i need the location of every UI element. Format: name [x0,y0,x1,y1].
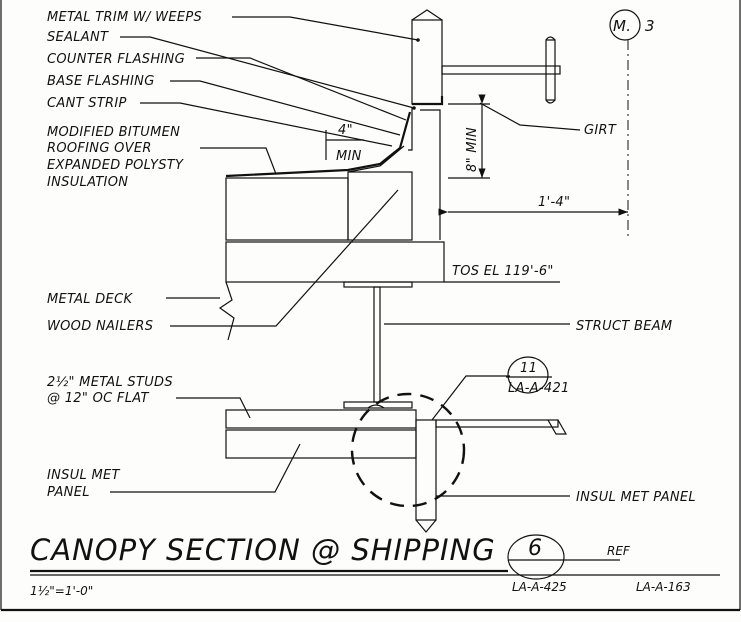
wall-panel-upper [411,19,443,105]
callout-11-sheet: LA-A-421 [508,381,570,396]
break-mark-top [411,9,443,21]
break-line [218,281,235,341]
label-girt: GIRT [584,123,617,138]
leader-counter-flashing [196,57,407,121]
roofing-membrane [225,111,412,178]
label-dim-4: 4" [338,123,353,138]
beam-top-flange [343,281,413,288]
leader-cant-strip [140,102,393,147]
label-metal-deck: METAL DECK [47,292,133,307]
leader-callout-11 [431,375,510,421]
leader-base-flashing [170,80,401,136]
label-roofing-2: ROOFING OVER [47,141,152,156]
label-base-flashing: BASE FLASHING [47,74,155,89]
leader-wood-nailers [170,189,399,327]
label-wood-nailers: WOOD NAILERS [47,319,153,334]
section-6-bubble [507,534,565,580]
section-number: 6 [528,536,543,561]
leader-metal-studs [176,397,251,419]
label-roofing-3: EXPANDED POLYSTY [47,158,184,173]
canopy-channel [435,419,559,428]
canopy-channel-lip [547,419,568,435]
callout-11-bubble [507,356,549,394]
label-struct-beam: STRUCT BEAM [576,319,672,334]
polystyrene-insulation [225,177,349,241]
leader-insul-met-panel-left [110,443,301,493]
label-metal-studs-1: 2½" METAL STUDS [47,375,173,390]
wall-backup [420,109,441,240]
metal-deck-slab [225,241,445,283]
label-roofing-4: INSULATION [47,175,128,190]
label-grid-m: M. [613,17,631,35]
label-dim-1-4: 1'-4" [538,195,570,210]
label-dim-min: MIN [336,149,362,164]
leader-girt [479,102,581,131]
label-metal-trim: METAL TRIM W/ WEEPS [47,10,202,25]
label-counter-flashing: COUNTER FLASHING [47,52,185,67]
insul-met-panel-soffit [225,429,417,459]
wood-nailers [347,171,413,241]
section-sheet: LA-A-425 [512,580,567,594]
label-insul-met-left-1: INSUL MET [47,468,121,483]
label-tos-elevation: TOS EL 119'-6" [452,264,554,279]
label-sealant: SEALANT [47,30,109,45]
detail-callout-circle [350,392,466,508]
label-roofing-1: MODIFIED BITUMEN [47,125,180,140]
girt-flange [545,39,556,101]
metal-studs [225,409,417,429]
leader-metal-trim [232,16,420,42]
leader-sealant [120,36,416,110]
label-cant-strip: CANT STRIP [47,96,127,111]
beam-web [373,286,381,403]
beam-bottom-weld [367,404,385,409]
label-insul-met-right: INSUL MET PANEL [576,490,696,505]
girt-break [545,36,556,104]
label-dim-8-min: 8" MIN [465,127,480,172]
label-grid-3: 3 [645,17,655,35]
insul-met-panel-vertical [415,419,437,521]
ref-label: REF [607,544,631,558]
metal-trim [412,96,444,106]
callout-11-number: 11 [520,361,537,376]
girt-web [441,65,561,75]
break-mark-bottom [415,519,437,533]
cant-strip [347,145,405,173]
counter-flashing [408,108,413,151]
drawing-scale: 1½"=1'-0" [30,584,93,598]
leader-modified-bitumen [200,147,277,175]
ref-sheet: LA-A-163 [636,580,691,594]
drawing-title: CANOPY SECTION @ SHIPPING [30,533,496,567]
grid-bubble [609,9,641,41]
label-insul-met-left-2: PANEL [47,485,90,500]
label-metal-studs-2: @ 12" OC FLAT [47,391,149,406]
